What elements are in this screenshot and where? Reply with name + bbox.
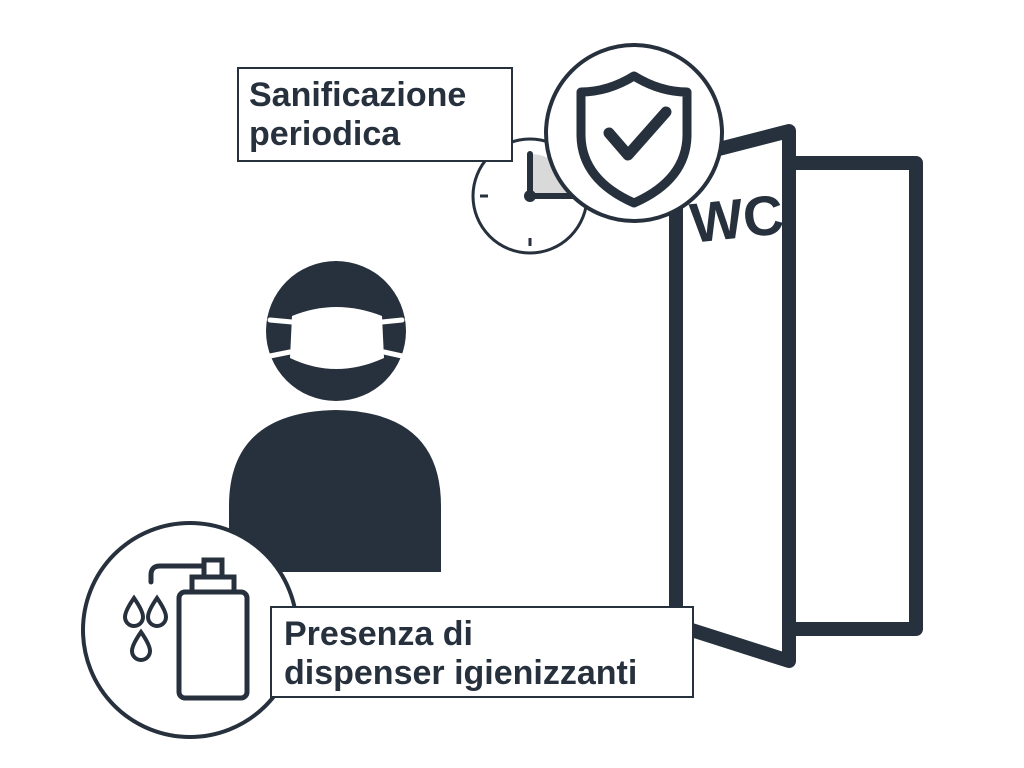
drop-icon — [129, 628, 153, 662]
door-leaf — [669, 124, 796, 668]
label-dispenser-line1: Presenza di — [284, 615, 473, 653]
masked-person-icon — [229, 261, 441, 572]
label-periodic-sanitization: Sanificazione periodica — [237, 67, 513, 162]
mask-strap-right — [379, 317, 405, 359]
person-body — [229, 410, 441, 572]
sanitizer-dispenser-icon — [81, 521, 299, 739]
check-mark-icon — [603, 106, 672, 161]
label-sanitization-line1: Sanificazione — [249, 76, 467, 114]
mask-strap-left — [267, 317, 295, 359]
label-sanitizer-dispensers: Presenza di dispenser igienizzanti — [270, 606, 694, 698]
bottle-pump — [201, 557, 225, 580]
shield-outline — [576, 71, 692, 208]
shield-badge-circle — [544, 43, 724, 223]
label-sanitization-line2: periodica — [249, 114, 401, 153]
drop-icon — [122, 594, 146, 628]
bottle-nozzle — [148, 563, 207, 585]
label-dispenser-line2: dispenser igienizzanti — [284, 653, 638, 692]
door-icon: WC — [669, 124, 923, 668]
drop-icon — [145, 594, 169, 628]
door-sign: WC — [687, 182, 786, 254]
face-mask-icon — [290, 307, 384, 369]
shield-check-icon — [544, 43, 724, 223]
clock-center — [524, 190, 536, 202]
bottle-body — [176, 589, 250, 701]
door-frame — [781, 156, 923, 636]
